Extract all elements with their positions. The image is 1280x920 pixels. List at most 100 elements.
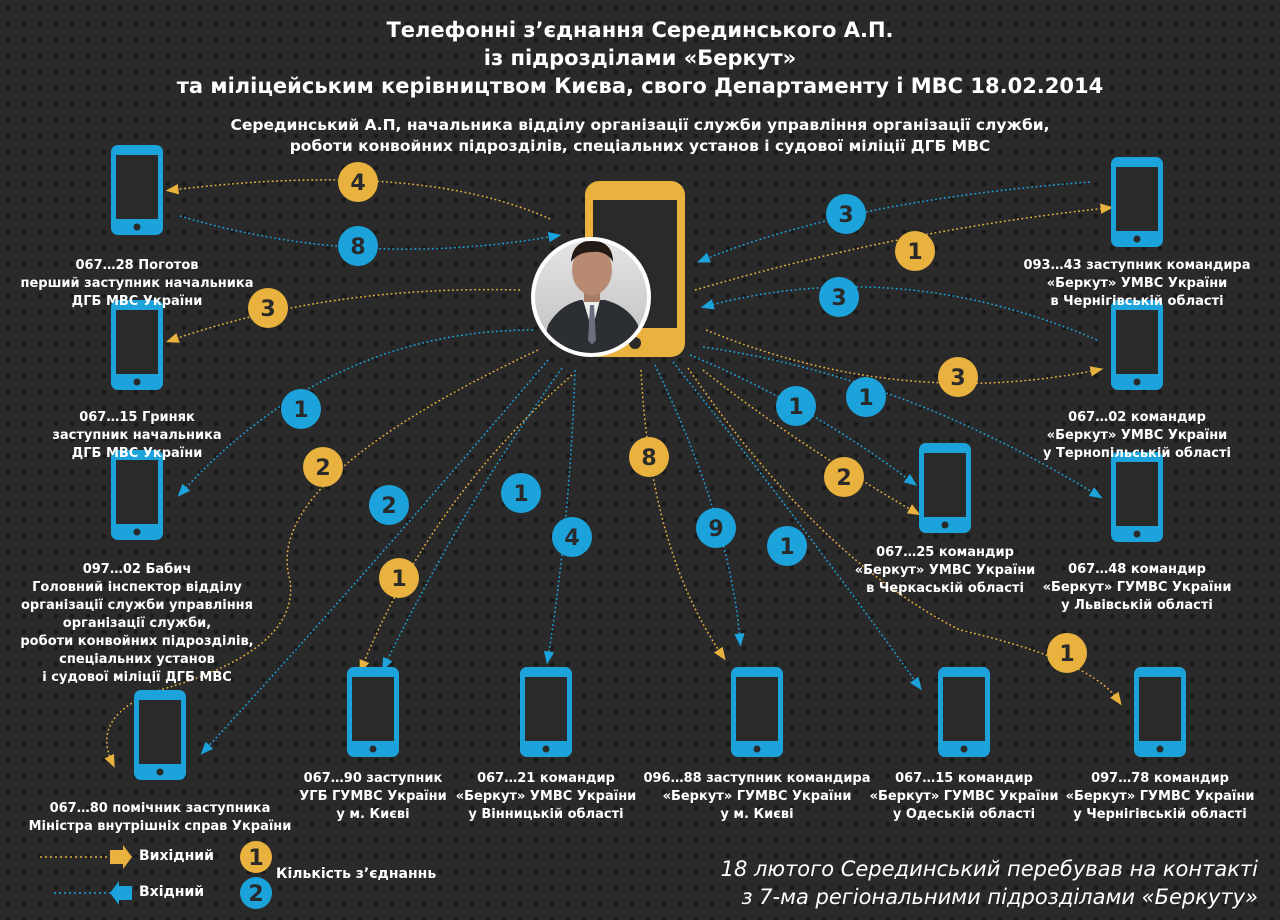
phone-icon [938, 667, 990, 757]
contact-label-line: в Черкаській області [866, 581, 1024, 596]
outgoing-count-chernihiv-commander: 1 [1059, 642, 1074, 667]
outgoing-arrow-icon [110, 845, 132, 869]
incoming-count-kyiv-berkut: 9 [708, 517, 723, 542]
outgoing-line-cherkasy [702, 369, 921, 516]
contact-label-line: «Беркут» ГУМВС України [1065, 789, 1255, 804]
outgoing-line-kyiv-ugb [359, 374, 573, 674]
legend: 1 2 [40, 841, 272, 909]
contact-label-line: ДГБ МВС України [71, 446, 203, 461]
incoming-line-pogotov [179, 215, 562, 250]
incoming-count-chernihiv-deputy: 3 [838, 203, 853, 228]
contact-label-line: 093…43 заступник командира [1023, 258, 1251, 273]
contact-label-line: 096…88 заступник командира [643, 771, 871, 786]
contact-label-line: 067…15 Гриняк [79, 410, 195, 425]
legend-incoming-badge-number: 2 [248, 882, 263, 907]
outgoing-count-badge-ternopil [938, 357, 978, 397]
contact-label-line: 097…02 Бабич [82, 562, 192, 577]
outgoing-count-badge-chernihiv-deputy [895, 231, 935, 271]
outgoing-count-kyiv-ugb: 1 [391, 567, 406, 592]
contact-label-line: 097…78 командир [1091, 771, 1229, 786]
incoming-line-chernihiv-deputy [696, 181, 1091, 263]
outgoing-line-ternopil [705, 329, 1104, 385]
phone-icon [520, 667, 572, 757]
contact-phones [111, 145, 1186, 780]
contact-label-line: 067…90 заступник [303, 771, 443, 786]
phone-icon [111, 300, 163, 390]
contact-label-line: у Тернопільській області [1043, 446, 1231, 461]
contact-label-line: у м. Києві [336, 807, 410, 822]
outgoing-count-kyiv-berkut: 8 [641, 446, 656, 471]
incoming-count-minister-assistant: 2 [381, 494, 396, 519]
phone-icon [1111, 300, 1163, 390]
title-line-2: із підрозділами «Беркут» [483, 46, 797, 70]
incoming-count-lviv: 1 [858, 386, 873, 411]
outgoing-count-badge-hrynyak [248, 288, 288, 328]
incoming-count-babych: 1 [293, 398, 308, 423]
contact-label-line: «Беркут» ГУМВС України [1042, 580, 1232, 595]
phone-icon [1134, 667, 1186, 757]
seredynskyi-avatar [531, 237, 651, 357]
outgoing-count-ternopil: 3 [950, 366, 965, 391]
contact-label-line: Головний інспектор відділу [32, 580, 242, 595]
incoming-count-badge-chernihiv-deputy [826, 194, 866, 234]
incoming-count-badge-vinnytsia [552, 517, 592, 557]
contact-label-line: у Чернігівській області [1073, 807, 1247, 822]
footer-line-2: з 7-ма регіональними підрозділами «Берку… [741, 885, 1258, 909]
incoming-count-odesa: 1 [779, 535, 794, 560]
phone-icon [111, 450, 163, 540]
contact-label-line: «Беркут» ГУМВС України [869, 789, 1059, 804]
outgoing-line-pogotov [165, 179, 551, 220]
outgoing-count-chernihiv-deputy: 1 [907, 240, 922, 265]
footer: 18 лютого Серединський перебував на конт… [721, 855, 1258, 911]
phone-icon [919, 443, 971, 533]
outgoing-count-badge-kyiv-berkut [629, 437, 669, 477]
contact-label-line: 067…28 Поготов [75, 258, 199, 273]
contact-label-line: в Чернігівській області [1050, 294, 1224, 309]
incoming-count-badge-kyiv-berkut [696, 508, 736, 548]
incoming-count-badge-pogotov [338, 226, 378, 266]
incoming-count-pogotov: 8 [350, 235, 365, 260]
incoming-count-badge-minister-assistant [369, 485, 409, 525]
incoming-line-kyiv-berkut [654, 364, 745, 647]
legend-outgoing-label: Вихідний [139, 848, 214, 864]
outgoing-line-kyiv-berkut [640, 369, 726, 661]
contact-label-line: організації служби управління [20, 598, 254, 613]
contact-label-line: і судової міліції ДГБ МВС [42, 670, 232, 685]
contact-label-chernihiv-commander: 097…78 командир «Беркут» ГУМВС України у Ч… [1000, 770, 1280, 824]
contact-label-line: «Беркут» УМВС України [1046, 276, 1228, 291]
title-line-1: Телефонні з’єднання Серединського А.П. [386, 18, 894, 42]
contact-label-kyiv-berkut: 096…88 заступник командира«Беркут» ГУМВС… [597, 770, 917, 824]
contact-label-line: 067…48 командир [1068, 562, 1206, 577]
legend-incoming-label: Вхідний [139, 884, 205, 900]
outgoing-count-badge-cherkasy [824, 457, 864, 497]
contact-label-line: роботи конвойних підрозділів, [20, 634, 254, 649]
contact-label-line: перший заступник начальника [20, 276, 254, 291]
subtitle-line-2: роботи конвойних підрозділів, спеціальни… [289, 137, 991, 155]
phone-icon [111, 145, 163, 235]
incoming-line-lviv [702, 346, 1103, 499]
contact-label-line: організації служби, [62, 616, 212, 631]
contact-label-line: спеціальних установ [59, 652, 215, 667]
incoming-count-badge-odesa [767, 526, 807, 566]
contact-label-line: УГБ ГУМВС України [299, 789, 447, 804]
outgoing-count-badge-chernihiv-commander [1047, 633, 1087, 673]
contact-label-line: ДГБ МВС України [71, 294, 203, 309]
outgoing-count-hrynyak: 3 [260, 297, 275, 322]
contact-label-line: «Беркут» УМВС України [455, 789, 637, 804]
outgoing-count-badge-pogotov [338, 162, 378, 202]
outgoing-count-minister-assistant: 2 [315, 456, 330, 481]
incoming-line-kyiv-ugb [382, 367, 563, 671]
incoming-count-badge-cherkasy [776, 386, 816, 426]
incoming-count-badge-ternopil [819, 277, 859, 317]
phone-icon [1111, 157, 1163, 247]
outgoing-count-badge-kyiv-ugb [379, 558, 419, 598]
